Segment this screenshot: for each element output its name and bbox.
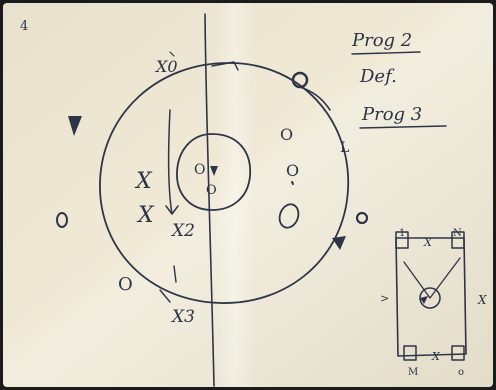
inset-label-bottom-right: o	[458, 367, 464, 378]
inner-o-left: O	[194, 162, 205, 178]
right-mid-dot	[292, 182, 293, 184]
inset-x-top: X	[423, 236, 433, 249]
player-x3: X3	[170, 307, 195, 327]
inset-label-top-left: 1	[399, 228, 405, 239]
paper-fold-highlight	[215, 3, 255, 387]
inset-x-right: X	[477, 293, 487, 307]
note-line-1: Prog 2	[351, 30, 412, 51]
player-o-right-top: O	[280, 125, 293, 144]
player-x2: X2	[170, 221, 195, 241]
inner-o-center: O	[206, 183, 217, 198]
player-x0: X0	[154, 57, 178, 76]
inset-x-bottom: X	[431, 350, 441, 363]
note-line-3: Prog 3	[361, 104, 422, 125]
page-corner-number: 4	[20, 19, 28, 34]
player-o-bottom-left: O	[118, 274, 133, 295]
note-line-2: Def.	[359, 66, 397, 87]
player-x-left-upper: X	[134, 169, 153, 194]
inset-label-bottom-left: M	[408, 367, 418, 378]
player-o-right-mid: O	[286, 161, 299, 180]
right-label-l: L	[340, 140, 349, 156]
inset-label-top-right: N	[453, 228, 462, 239]
inset-left-arrow: >	[380, 292, 389, 305]
player-x-left-lower: X	[136, 203, 155, 228]
